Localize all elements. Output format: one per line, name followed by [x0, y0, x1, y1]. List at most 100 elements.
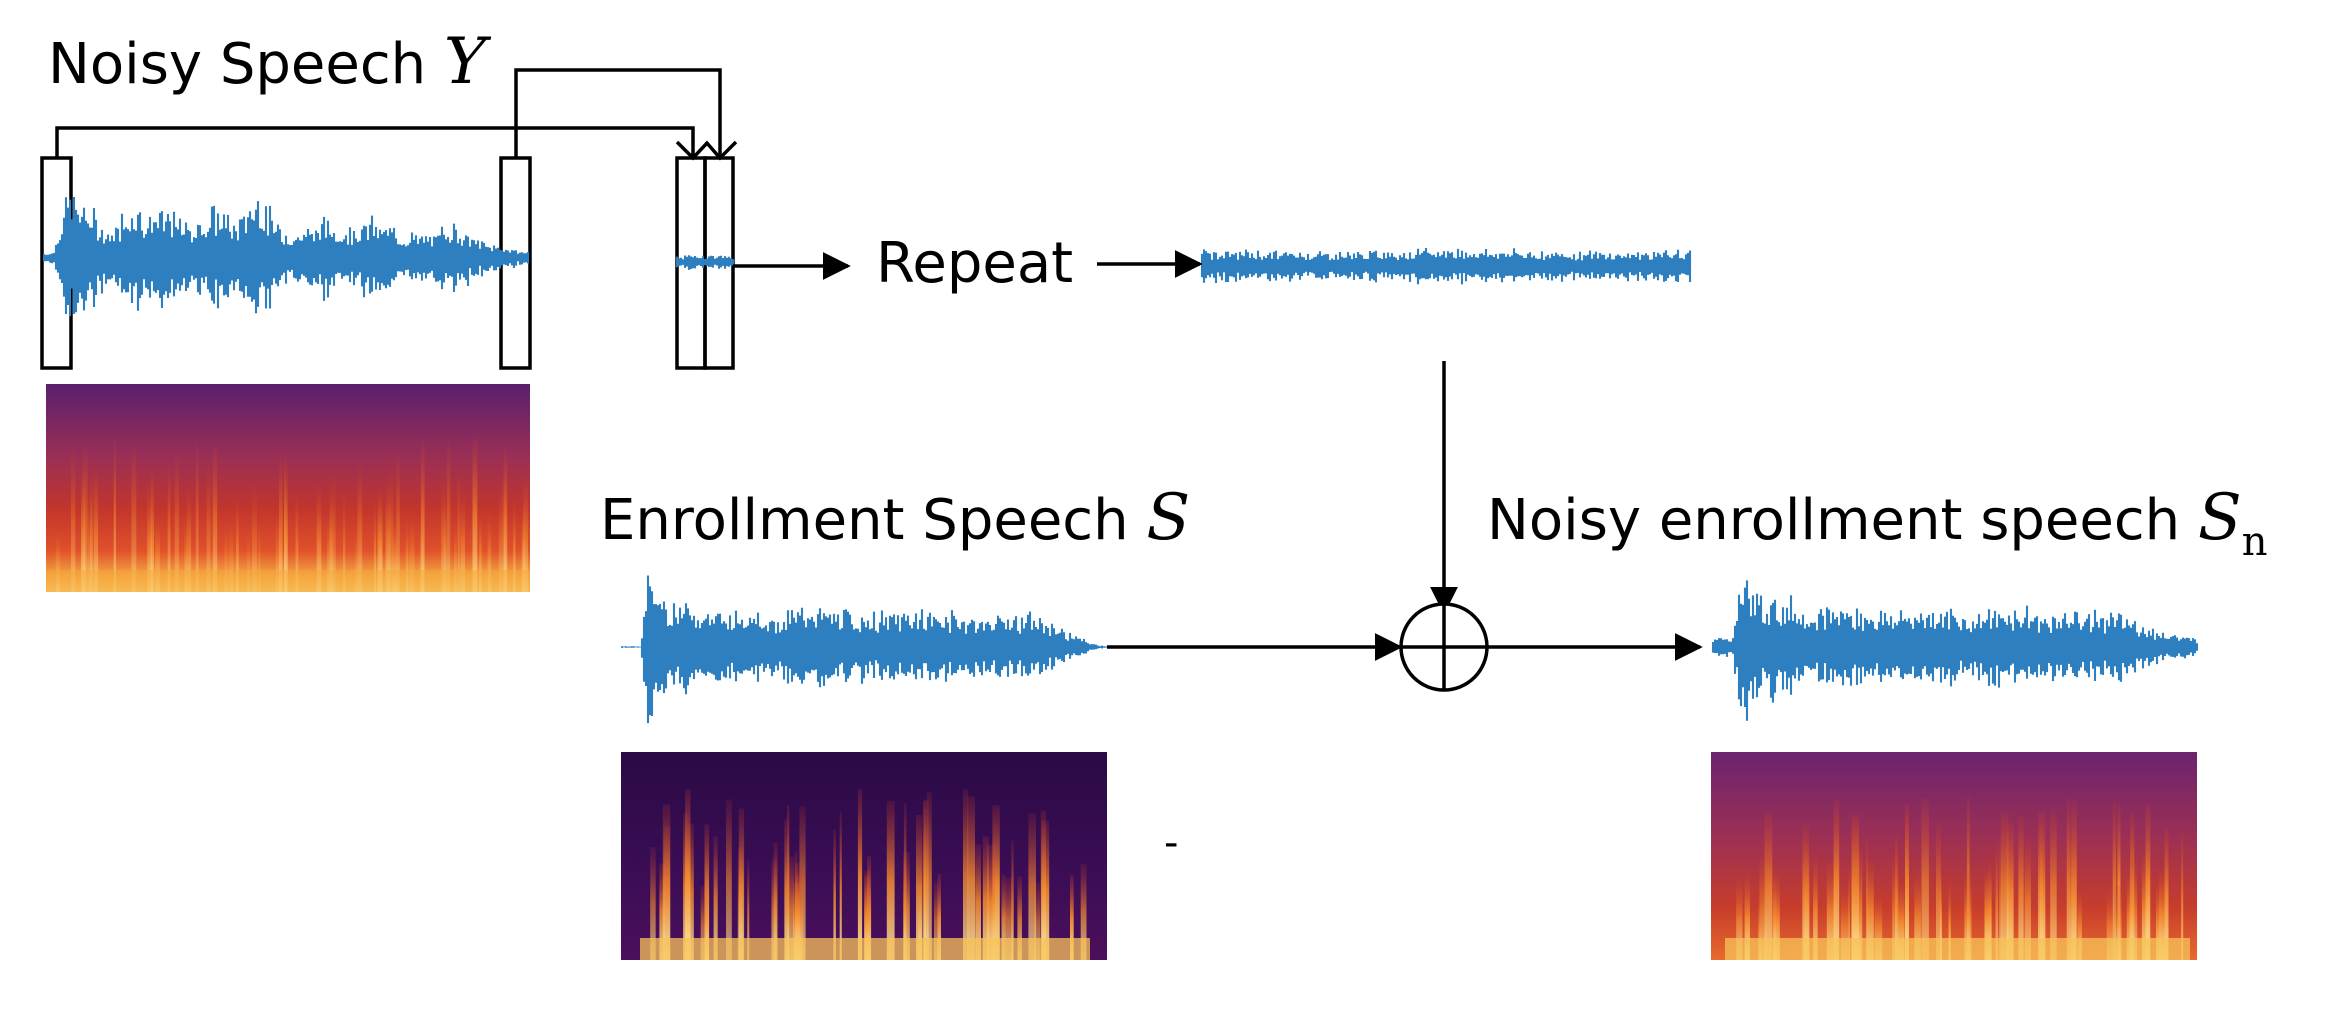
spectral-streak: [664, 826, 670, 960]
spectral-streak: [903, 851, 910, 960]
spectral-streak: [659, 863, 665, 960]
flow-arrows: [733, 250, 1703, 661]
spectral-streak: [1744, 874, 1750, 960]
spectral-streak: [1080, 864, 1087, 960]
spectral-streak: [1826, 861, 1835, 960]
spectral-streak: [246, 526, 251, 592]
spectral-streak: [523, 477, 529, 592]
spectral-streak: [1892, 857, 1899, 960]
label-enrollment-speech: Enrollment Speech S: [600, 486, 1190, 550]
label-noisy-speech: Noisy Speech Y: [48, 30, 486, 94]
spectral-streak: [926, 792, 932, 960]
spectral-streak: [229, 515, 234, 592]
spectral-streak: [460, 493, 465, 592]
spectral-streak: [224, 517, 228, 592]
spectral-streak: [454, 520, 457, 592]
spectral-streak: [773, 842, 778, 960]
spectral-streak: [1764, 812, 1773, 960]
symbol-Sn-subscript: n: [2241, 519, 2268, 565]
spectral-streak: [407, 522, 411, 592]
spectral-streak: [1964, 871, 1972, 960]
symbol-S: S: [1146, 481, 1191, 555]
spectral-streak: [992, 805, 1000, 960]
spectral-streak: [212, 443, 218, 592]
spectral-streak: [2159, 869, 2165, 960]
spectrogram-noisy-speech: [46, 384, 530, 592]
spectral-streak: [327, 512, 330, 592]
circle-plus-icon: [1399, 602, 1489, 692]
spectral-low-band: [46, 570, 530, 592]
spectral-streak: [420, 440, 425, 592]
spectral-streak: [1847, 866, 1850, 960]
spectral-streak: [1874, 893, 1883, 960]
label-noisy-enrollment-text: Noisy enrollment speech: [1487, 488, 2181, 553]
spectral-streak: [2129, 858, 2138, 960]
spectral-streak: [155, 515, 160, 592]
spectral-streak: [295, 491, 299, 592]
spectral-streak: [93, 469, 99, 592]
spectral-streak: [1040, 810, 1046, 960]
spectral-streak: [1017, 876, 1022, 960]
spectral-streak: [1905, 814, 1908, 960]
spectral-streak: [410, 512, 415, 592]
spectral-streak: [131, 443, 137, 592]
spectral-streak: [405, 515, 408, 592]
spectral-streak: [2000, 812, 2009, 960]
spectral-streak: [501, 472, 506, 592]
waveform-repeated-noise: [1200, 248, 1692, 285]
label-enrollment-text: Enrollment Speech: [600, 488, 1129, 553]
spectral-streak: [2164, 827, 2169, 960]
spectral-streak: [377, 490, 382, 592]
spectral-streak: [167, 466, 171, 592]
spectral-streak: [726, 799, 732, 960]
waveform-noisy-enrollment: [1711, 580, 2199, 721]
spectral-streak: [316, 486, 322, 592]
spectral-streak: [1866, 838, 1869, 960]
spectral-streak: [2117, 804, 2121, 960]
connector-middle-window: [514, 68, 722, 158]
spectral-streak: [2114, 885, 2122, 960]
spectral-streak: [1028, 813, 1036, 960]
spectral-streak: [174, 452, 179, 592]
spectral-low-band: [1725, 938, 2190, 960]
connector-left-window: [55, 126, 695, 158]
spectral-streak: [2038, 811, 2046, 960]
spectral-streak: [386, 495, 391, 592]
spectral-streak: [1802, 824, 1809, 960]
spectral-streak: [1001, 874, 1006, 960]
spectral-streak: [252, 485, 257, 592]
spectral-streak: [700, 885, 709, 960]
spectral-streak: [2112, 800, 2117, 960]
waveform-trace: [1711, 580, 2199, 721]
spectral-streak: [747, 860, 750, 960]
spectral-streak: [329, 485, 333, 592]
spectral-streak: [2006, 822, 2014, 960]
waveform-window-excerpt: [675, 255, 735, 270]
spectral-streak: [71, 449, 76, 592]
spectral-streak: [786, 856, 795, 960]
spectral-streak: [1833, 800, 1840, 960]
spectral-streak: [332, 476, 336, 592]
symbol-Y: Y: [443, 25, 487, 99]
spectral-streak: [284, 459, 286, 592]
spectral-streak: [1851, 815, 1859, 960]
spectral-streak: [795, 863, 800, 960]
spectral-streak: [1813, 858, 1818, 960]
spectral-streak: [279, 509, 282, 592]
spectral-streak: [113, 438, 116, 592]
spectral-streak: [275, 508, 281, 592]
spectral-streak: [839, 812, 842, 960]
spectral-streak: [2181, 830, 2184, 960]
spectral-streak: [81, 467, 86, 592]
spectral-streak: [2050, 809, 2057, 960]
spectral-streak: [186, 487, 192, 592]
spectral-streak: [1758, 893, 1762, 960]
spectral-streak: [147, 481, 152, 592]
spectral-streak: [396, 452, 400, 592]
spectral-streak: [2156, 881, 2161, 960]
spectral-streak: [688, 823, 694, 960]
spectral-streak: [1759, 855, 1767, 960]
spectral-streak: [1736, 878, 1743, 960]
waveform-trace: [675, 255, 735, 270]
